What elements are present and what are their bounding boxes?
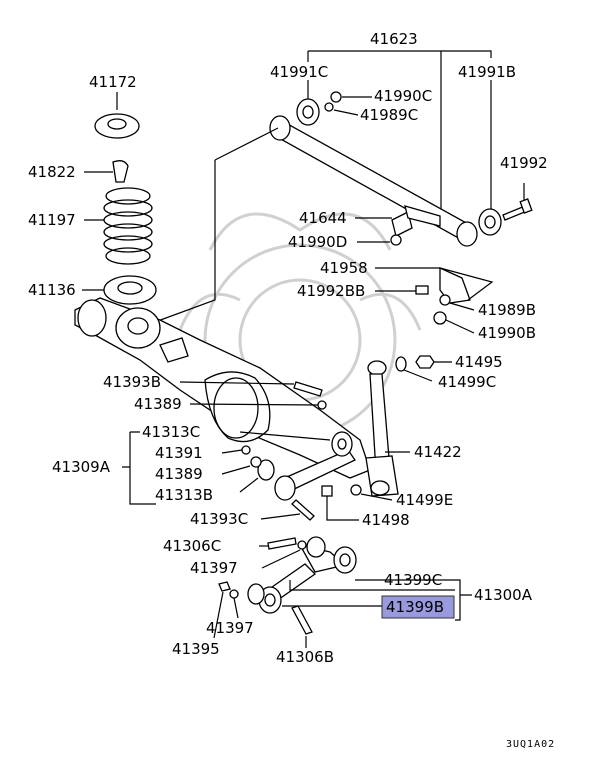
part-label-41958[interactable]: 41958 xyxy=(320,259,368,277)
part-label-41991C[interactable]: 41991C xyxy=(270,63,328,81)
part-label-41136[interactable]: 41136 xyxy=(28,281,76,299)
part-label-41393B[interactable]: 41393B xyxy=(103,373,161,391)
part-label-41313B[interactable]: 41313B xyxy=(155,486,213,504)
part-label-41313C[interactable]: 41313C xyxy=(142,423,200,441)
part-label-41300A[interactable]: 41300A xyxy=(474,586,533,604)
part-label-41306C[interactable]: 41306C xyxy=(163,537,221,555)
part-label-41389-upper[interactable]: 41389 xyxy=(134,395,182,413)
upper-link-assembly xyxy=(269,50,533,334)
part-label-41399B[interactable]: 41399B xyxy=(386,598,444,616)
part-label-41309A[interactable]: 41309A xyxy=(52,458,111,476)
part-label-41644[interactable]: 41644 xyxy=(299,209,347,227)
shock-absorber xyxy=(321,355,452,521)
part-label-41197[interactable]: 41197 xyxy=(28,211,76,229)
part-label-41391[interactable]: 41391 xyxy=(155,444,203,462)
lower-arm-assembly xyxy=(213,536,472,648)
part-label-41822[interactable]: 41822 xyxy=(28,163,76,181)
part-label-41495[interactable]: 41495 xyxy=(455,353,503,371)
part-label-41397-upper[interactable]: 41397 xyxy=(190,559,238,577)
rear-axle-housing xyxy=(74,127,371,479)
part-label-41393C[interactable]: 41393C xyxy=(190,510,248,528)
highlighted-part-box xyxy=(381,595,455,619)
diagram-code: 3UQ1A02 xyxy=(506,739,555,750)
part-label-41992[interactable]: 41992 xyxy=(500,154,548,172)
part-label-41989B[interactable]: 41989B xyxy=(478,301,536,319)
part-label-41498[interactable]: 41498 xyxy=(362,511,410,529)
part-label-41422[interactable]: 41422 xyxy=(414,443,462,461)
part-label-41172[interactable]: 41172 xyxy=(89,73,137,91)
part-label-41306B[interactable]: 41306B xyxy=(276,648,334,666)
part-label-41992BB[interactable]: 41992BB xyxy=(297,282,365,300)
part-label-41499C[interactable]: 41499C xyxy=(438,373,496,391)
part-label-41499E[interactable]: 41499E xyxy=(396,491,453,509)
part-label-41395[interactable]: 41395 xyxy=(172,640,220,658)
part-label-41623[interactable]: 41623 xyxy=(370,30,418,48)
coil-spring xyxy=(103,187,153,265)
spring-assembly xyxy=(82,92,157,305)
part-label-41989C[interactable]: 41989C xyxy=(360,106,418,124)
part-label-41990B[interactable]: 41990B xyxy=(478,324,536,342)
part-label-41399C[interactable]: 41399C xyxy=(384,571,442,589)
part-label-41397-lower[interactable]: 41397 xyxy=(206,619,254,637)
part-label-41990C[interactable]: 41990C xyxy=(374,87,432,105)
part-label-41990D[interactable]: 41990D xyxy=(288,233,347,251)
lateral-rod-assembly xyxy=(122,381,356,521)
part-label-41991B[interactable]: 41991B xyxy=(458,63,516,81)
part-label-41389-lower[interactable]: 41389 xyxy=(155,465,203,483)
